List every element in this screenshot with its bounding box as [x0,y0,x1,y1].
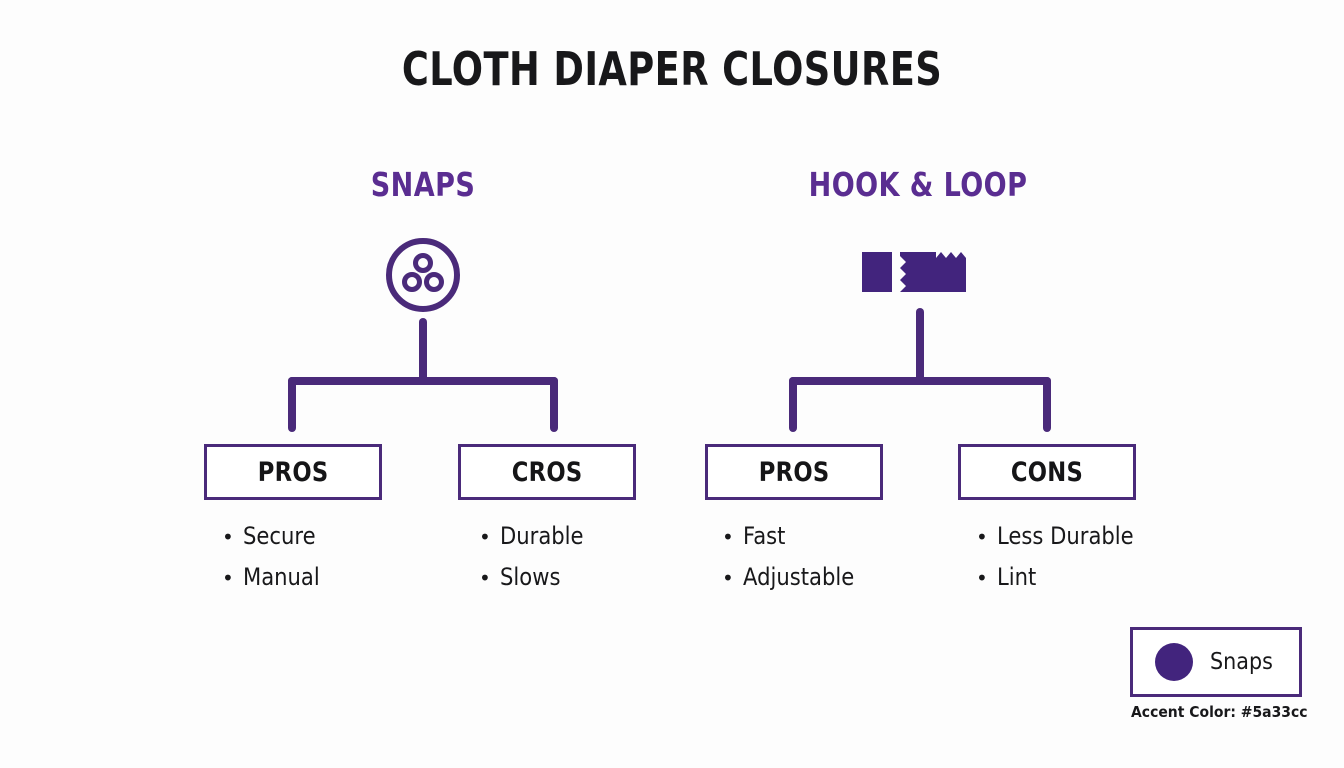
node-box-label: PROS [758,456,830,488]
snap-button-icon [384,236,462,314]
bullet-dot-icon: • [222,525,234,549]
list-item-label: Adjustable [742,563,855,591]
accent-color-caption: Accent Color: #5a33cc [1131,703,1308,721]
legend-label: Snaps [1210,649,1273,675]
bullet-dot-icon: • [479,566,491,590]
node-box-snaps-pros[interactable]: PROS [204,444,382,500]
node-box-snaps-cons[interactable]: CROS [458,444,636,500]
node-box-label: CROS [511,456,583,488]
list-item-label: Secure [242,522,316,550]
bullet-dot-icon: • [222,566,234,590]
bullet-dot-icon: • [976,525,988,549]
list-item: • Lint [976,557,1152,598]
list-item-label: Lint [996,563,1037,591]
bullet-list-hook-cons: • Less Durable • Lint [976,516,1152,598]
legend-box: Snaps [1130,627,1302,697]
legend-color-swatch [1155,643,1193,681]
bullet-list-hook-pros: • Fast • Adjustable [722,516,869,598]
bullet-list-snaps-pros: • Secure • Manual [222,516,330,598]
hook-loop-icon [862,249,974,295]
list-item-label: Less Durable [996,522,1134,550]
node-box-label: PROS [257,456,329,488]
branch-heading-hook-loop: HOOK & LOOP [808,165,1028,204]
list-item-label: Durable [499,522,584,550]
branch-heading-snaps: SNAPS [370,165,476,204]
list-item-label: Slows [499,563,561,591]
list-item: • Manual [222,557,330,598]
list-item-label: Fast [742,522,786,550]
list-item: • Fast [722,516,869,557]
list-item: • Adjustable [722,557,869,598]
list-item: • Slows [479,557,595,598]
bullet-list-snaps-cons: • Durable • Slows [479,516,595,598]
bullet-dot-icon: • [722,525,734,549]
bullet-dot-icon: • [722,566,734,590]
list-item: • Secure [222,516,330,557]
list-item-label: Manual [242,563,320,591]
list-item: • Less Durable [976,516,1152,557]
node-box-hook-cons[interactable]: CONS [958,444,1136,500]
node-box-hook-pros[interactable]: PROS [705,444,883,500]
bullet-dot-icon: • [479,525,491,549]
node-box-label: CONS [1010,456,1084,488]
list-item: • Durable [479,516,595,557]
bullet-dot-icon: • [976,566,988,590]
page-title: CLOTH DIAPER CLOSURES [401,42,943,96]
